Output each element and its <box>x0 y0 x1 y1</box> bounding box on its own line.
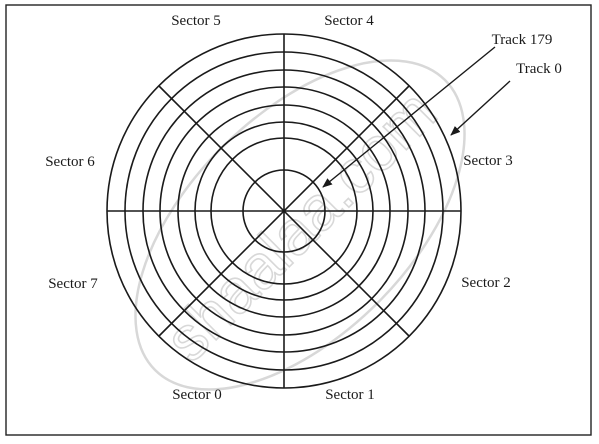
label-sector-4: Sector 4 <box>324 13 374 29</box>
label-sector-3: Sector 3 <box>463 153 513 169</box>
label-sector-7: Sector 7 <box>48 276 98 292</box>
label-sector-6: Sector 6 <box>45 154 95 170</box>
sector-lines <box>107 34 461 388</box>
label-track-0: Track 0 <box>516 61 562 77</box>
arrow-track-179 <box>322 46 496 188</box>
arrow-track-0 <box>450 80 511 136</box>
label-sector-2: Sector 2 <box>461 275 511 291</box>
label-sector-5: Sector 5 <box>171 13 221 29</box>
label-sector-1: Sector 1 <box>325 387 375 403</box>
label-track-179: Track 179 <box>492 32 553 48</box>
label-sector-0: Sector 0 <box>172 387 222 403</box>
sector-line-diagonal-b <box>158 85 410 337</box>
figure-frame <box>5 4 592 436</box>
